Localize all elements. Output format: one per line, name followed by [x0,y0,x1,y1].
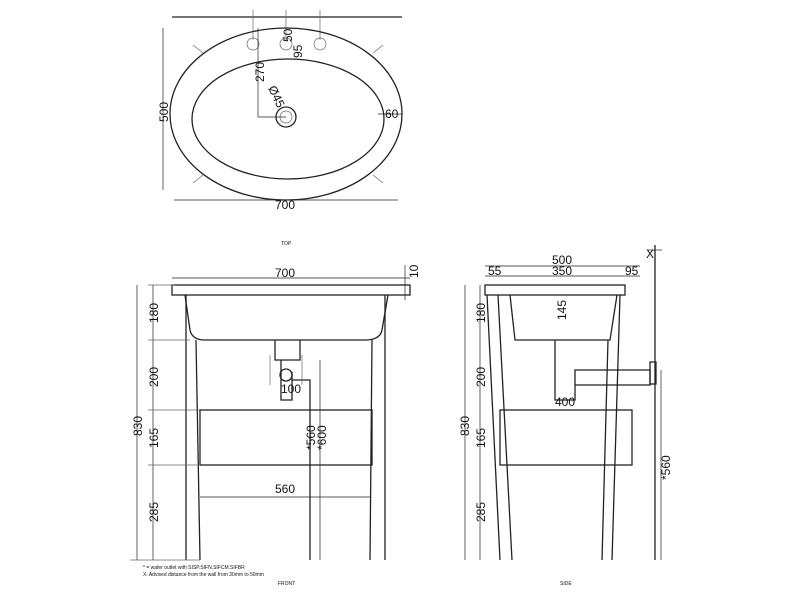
dim-400: 400 [555,395,575,409]
view-label-top: TOP [281,241,292,247]
dim-270: 270 [253,62,267,82]
dim-180: 180 [474,303,488,323]
dim-700: 700 [275,266,295,280]
dim-830: 830 [131,416,145,436]
view-label-side: SIDE [560,581,572,587]
dim-60: 60 [385,107,399,121]
dim-560: 560 [275,482,295,496]
basin-outer-rim [169,27,403,201]
top-view: 500 700 50 95 270 Ø45 60 TOP [157,10,403,247]
dim-200: 200 [474,367,488,387]
dim-diameter: Ø45 [265,83,287,110]
dim-10: 10 [407,264,421,278]
tap-hole [246,37,260,51]
basin-body [509,294,618,341]
siphon-trap [554,340,651,401]
dim-830: 830 [458,416,472,436]
dim-500: 500 [552,253,572,267]
view-label-front: FRONT [278,581,295,587]
dim-165: 165 [474,428,488,448]
tap-hole [313,37,327,51]
countertop [171,284,411,296]
dim-200: 200 [147,367,161,387]
dim-165: 165 [147,428,161,448]
shelf [199,409,373,466]
dim-285: 285 [147,502,161,522]
side-view: 500 X 55 350 95 145 400 180 200 830 165 … [458,245,673,587]
dim-285: 285 [474,502,488,522]
dim-95: 95 [625,264,639,278]
dim-500: 500 [157,102,171,122]
countertop [484,284,626,296]
dim-600-outlet: *600 [315,425,329,450]
dim-180: 180 [147,303,161,323]
dim-350: 350 [552,264,572,278]
dim-95: 95 [291,44,305,58]
legs [185,295,386,561]
dim-100: 100 [281,382,301,396]
legs [486,294,621,561]
dim-145: 145 [555,300,569,320]
tap-hole [279,37,293,51]
basin-body [184,294,389,341]
dim-50: 50 [281,28,295,42]
note-outlet: * = water outlet with SISP.SIFN.SIFCM.SI… [143,565,245,571]
dim-55: 55 [488,264,502,278]
dim-x: X [646,247,654,261]
dim-560-outlet: *560 [304,425,318,450]
basin-bowl [191,58,385,180]
shelf [499,409,633,466]
dim-560-outlet: *560 [659,455,673,480]
front-view: 700 10 180 200 830 165 285 100 *560 *600… [130,264,421,587]
note-wall-distance: X. Advised distance from the wall from 3… [143,572,264,578]
dim-700: 700 [275,198,295,212]
